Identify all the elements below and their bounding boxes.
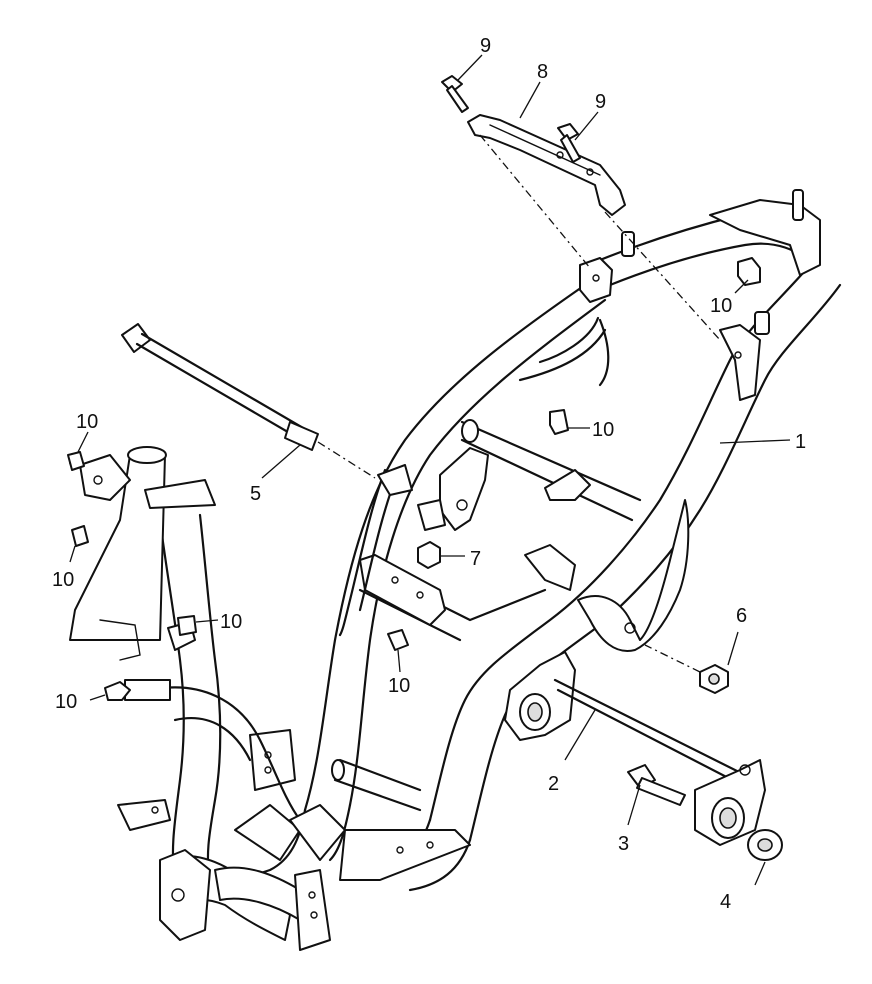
callout-6: 6 [736,605,747,627]
callout-10-lower-left: 10 [55,691,77,713]
callout-7: 7 [470,548,481,570]
nut-part-7 [417,541,441,569]
leader-lines [69,54,791,886]
clip-nuts-part-10 [67,257,761,701]
callout-10-floor: 10 [388,675,410,697]
callout-8: 8 [537,61,548,83]
callout-10-center: 10 [592,419,614,441]
nut-part-6 [644,644,729,694]
bracket-part-8 [467,114,721,341]
callout-9-left: 9 [480,35,491,57]
callout-4: 4 [720,891,731,913]
callout-1: 1 [795,431,806,453]
callout-10-head-top: 10 [76,411,98,433]
callout-3: 3 [618,833,629,855]
callout-9-right: 9 [595,91,606,113]
callout-labels: 1 2 3 4 5 6 7 8 9 9 10 10 10 10 10 10 10 [52,35,806,913]
callout-5: 5 [250,483,261,505]
callout-10-head-left: 10 [52,569,74,591]
nut-part-4 [747,829,783,861]
long-bolt-part-5 [121,323,376,479]
callout-2: 2 [548,773,559,795]
callout-10-head-right: 10 [220,611,242,633]
engine-mount-assembly [504,651,766,846]
bolts-part-9 [441,75,581,163]
callout-10-rear: 10 [710,295,732,317]
bolt-part-3 [627,764,686,806]
main-frame [69,189,842,951]
